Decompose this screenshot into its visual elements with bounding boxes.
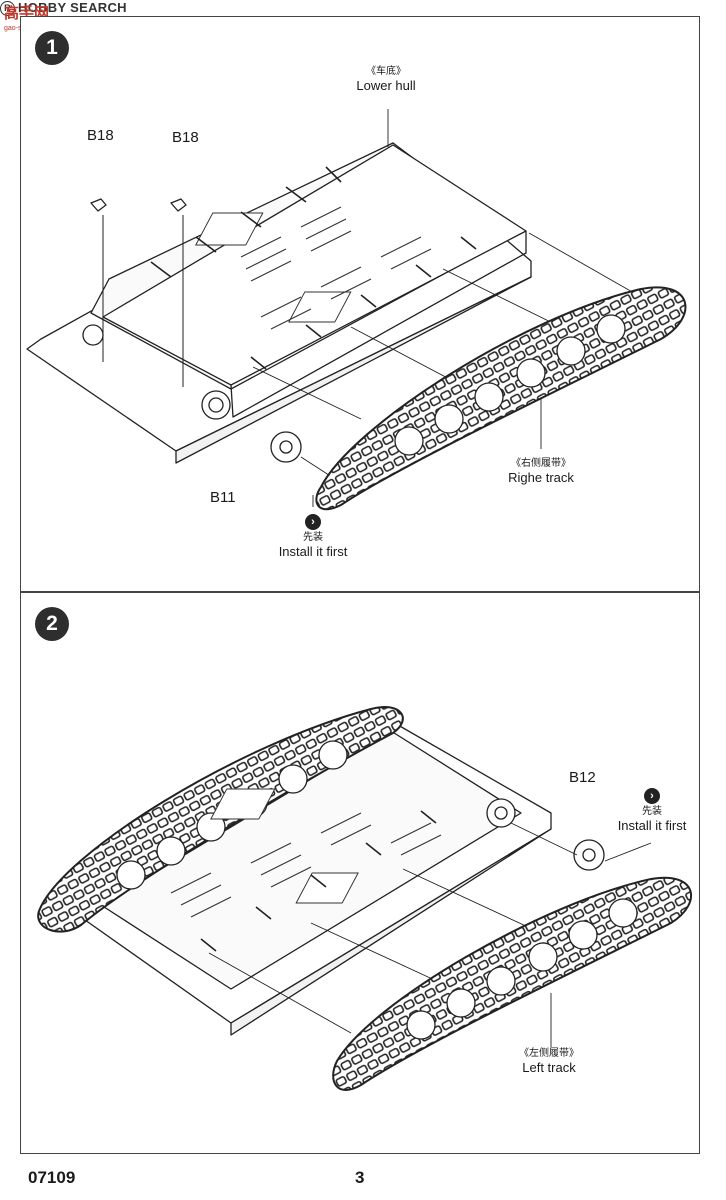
right-track-label-zh: 《右侧履带》 xyxy=(511,458,571,469)
left-track-label-zh: 《左侧履带》 xyxy=(519,1048,579,1059)
arrow-right-circle-icon: › xyxy=(644,788,660,804)
install-first-note-step-1: › 先装 Install it first xyxy=(263,513,363,560)
part-b12: B12 xyxy=(569,769,596,786)
hobby-search-logo-text: HOBBY SEARCH xyxy=(18,0,127,15)
lower-hull-label: 《车底》 Lower hull xyxy=(336,65,436,94)
left-track-label-en: Left track xyxy=(522,1060,576,1075)
lower-hull-label-zh: 《车底》 xyxy=(366,66,406,77)
arrow-right-circle-icon: › xyxy=(305,514,321,530)
install-first-en-step-2: Install it first xyxy=(617,818,687,833)
step-2-badge: 2 xyxy=(35,607,69,641)
registered-mark-icon: R xyxy=(0,1,15,16)
part-b11: B11 xyxy=(210,489,236,506)
page-number: 3 xyxy=(355,1168,365,1187)
lower-hull-label-en: Lower hull xyxy=(356,78,416,93)
part-b18-left: B18 xyxy=(87,127,114,144)
step-2-track-assembly-drawing xyxy=(37,706,692,1091)
right-track-label-en: Righe track xyxy=(508,470,574,485)
step-1-lower-hull-drawing xyxy=(26,109,687,511)
right-track-label: 《右侧履带》 Righe track xyxy=(491,457,591,486)
install-first-zh-step-1: 先装 xyxy=(303,532,323,543)
step-2-panel: 2 xyxy=(20,592,700,1154)
left-track-label: 《左侧履带》 Left track xyxy=(499,1047,599,1076)
install-first-zh-step-2: 先装 xyxy=(642,806,662,817)
kit-number: 07109 xyxy=(28,1168,76,1187)
install-first-note-step-2: › 先装 Install it first xyxy=(599,787,705,834)
step-1-badge: 1 xyxy=(35,31,69,65)
step-1-panel: 1 xyxy=(20,16,700,592)
install-first-en-step-1: Install it first xyxy=(278,544,348,559)
part-b18-right: B18 xyxy=(172,129,199,146)
